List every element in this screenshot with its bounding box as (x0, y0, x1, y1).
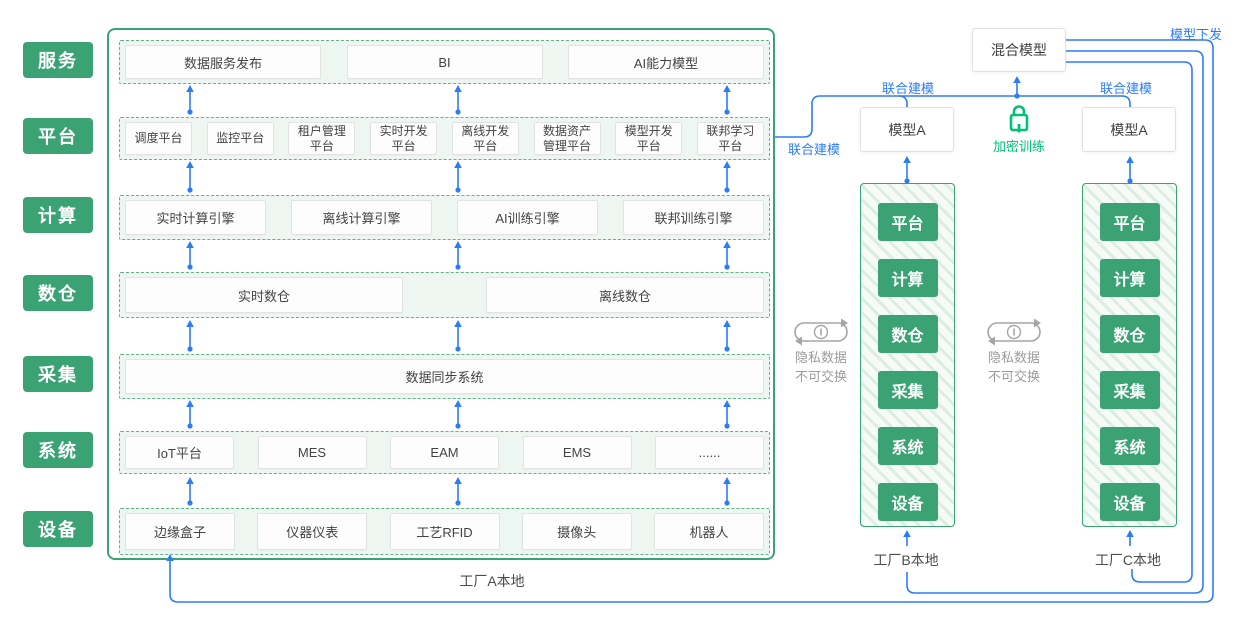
layer-label-platform: 平台 (23, 118, 93, 154)
stack-box: 设备 (1099, 483, 1160, 521)
node-box: IoT平台 (125, 436, 234, 469)
row-device: 边缘盒子 仪器仪表 工艺RFID 摄像头 机器人 (119, 508, 770, 555)
layer-label-compute: 计算 (23, 197, 93, 233)
node-box: 仪器仪表 (257, 513, 368, 550)
row-compute: 实时计算引擎 离线计算引擎 AI训练引擎 联邦训练引擎 (119, 195, 770, 240)
node-box: 边缘盒子 (125, 513, 235, 550)
layer-label-service: 服务 (23, 42, 93, 78)
model-a-box-left: 模型A (860, 107, 954, 152)
stack-box: 平台 (1099, 203, 1160, 241)
factory-a-box: 数据服务发布 BI AI能力模型 调度平台 监控平台 租户管理平台 实时开发平台… (107, 28, 775, 560)
node-box: MES (257, 436, 367, 469)
row-system: IoT平台 MES EAM EMS ...... (119, 431, 770, 474)
privacy-note-line1: 隐私数据 (987, 350, 1040, 365)
lock-icon (1009, 105, 1029, 133)
factory-a-label: 工厂A本地 (459, 573, 525, 589)
factory-b-label: 工厂B本地 (873, 552, 939, 568)
no-exchange-icon (987, 318, 1041, 346)
node-box: 实时开发平台 (370, 122, 438, 155)
layer-label-system: 系统 (23, 432, 93, 468)
encrypted-training-label: 加密训练 (992, 139, 1045, 154)
node-box: 离线计算引擎 (291, 200, 432, 235)
row-platform: 调度平台 监控平台 租户管理平台 实时开发平台 离线开发平台 数据资产管理平台 … (119, 117, 770, 160)
node-box: 实时计算引擎 (125, 200, 266, 235)
node-box: 数据服务发布 (125, 45, 321, 79)
mixed-model-box: 混合模型 (972, 28, 1066, 72)
node-box: 调度平台 (125, 122, 192, 155)
layer-label-collection: 采集 (23, 356, 93, 392)
node-box: 数据同步系统 (125, 359, 764, 394)
node-box: 联邦学习平台 (696, 122, 764, 155)
stack-box: 系统 (1099, 427, 1160, 465)
privacy-note-line2: 不可交换 (987, 369, 1040, 384)
privacy-note: 隐私数据 不可交换 (791, 348, 851, 386)
model-dispatch-label: 模型下发 (1170, 27, 1223, 42)
stack-box: 计算 (877, 259, 938, 297)
joint-modeling-label: 联合建模 (1100, 81, 1153, 96)
node-box: EAM (390, 436, 499, 469)
factory-c-stack: 平台 计算 数仓 采集 系统 设备 (1082, 183, 1177, 527)
factory-c-label: 工厂C本地 (1094, 552, 1162, 568)
node-box: 机器人 (654, 513, 764, 550)
stack-box: 采集 (877, 371, 938, 409)
stack-box: 设备 (877, 483, 938, 521)
joint-modeling-label: 联合建模 (882, 81, 935, 96)
node-box: 模型开发平台 (615, 122, 683, 155)
node-box: 工艺RFID (389, 513, 500, 550)
node-box: BI (346, 45, 543, 79)
layer-label-warehouse: 数仓 (23, 275, 93, 311)
node-box: AI训练引擎 (457, 200, 598, 235)
stack-box: 计算 (1099, 259, 1160, 297)
node-box: 数据资产管理平台 (533, 122, 601, 155)
stack-box: 数仓 (877, 315, 938, 353)
node-box: 联邦训练引擎 (623, 200, 764, 235)
stack-box: 数仓 (1099, 315, 1160, 353)
node-box: AI能力模型 (568, 45, 764, 79)
factory-b-stack: 平台 计算 数仓 采集 系统 设备 (860, 183, 955, 527)
row-collection: 数据同步系统 (119, 354, 770, 399)
node-box: EMS (522, 436, 632, 469)
no-exchange-icon (794, 318, 848, 346)
layer-label-device: 设备 (23, 511, 93, 547)
stack-box: 平台 (877, 203, 938, 241)
privacy-note-line2: 不可交换 (794, 369, 847, 384)
node-box: 实时数仓 (125, 277, 403, 313)
joint-modeling-label: 联合建模 (788, 142, 841, 157)
privacy-note-line1: 隐私数据 (794, 350, 847, 365)
privacy-note: 隐私数据 不可交换 (984, 348, 1044, 386)
row-service: 数据服务发布 BI AI能力模型 (119, 40, 770, 84)
node-box: 离线数仓 (486, 277, 764, 313)
row-warehouse: 实时数仓 离线数仓 (119, 272, 770, 318)
stack-box: 采集 (1099, 371, 1160, 409)
node-box: 摄像头 (521, 513, 632, 550)
node-box: 监控平台 (206, 122, 274, 155)
node-box: 租户管理平台 (288, 122, 356, 155)
stack-box: 系统 (877, 427, 938, 465)
model-a-box-right: 模型A (1082, 107, 1176, 152)
node-box: ...... (655, 436, 764, 469)
node-box: 离线开发平台 (451, 122, 519, 155)
